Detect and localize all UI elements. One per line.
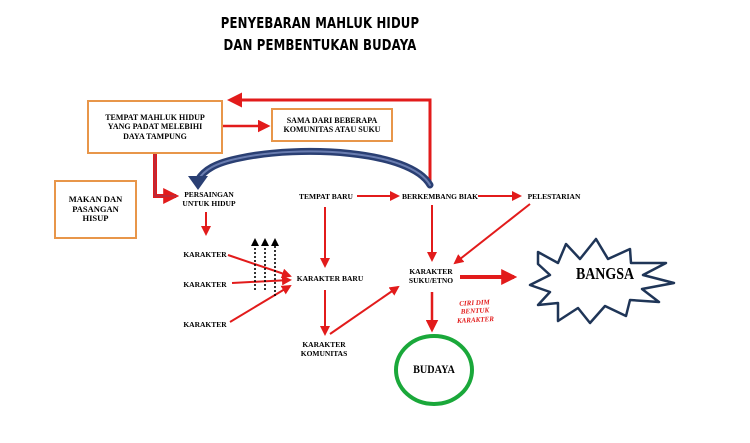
node-tempat-padat: TEMPAT MAHLUK HIDUP YANG PADAT MELEBIHI … xyxy=(87,100,223,154)
node-makan-label: MAKAN DAN PASANGAN HISUP xyxy=(68,193,123,224)
arrow-karakter1-to-baru xyxy=(227,254,292,279)
node-karakter-baru: KARAKTER BARU xyxy=(296,274,364,283)
curve-arrow xyxy=(194,147,434,189)
node-sama-dari: SAMA DARI BEBERAPA KOMUNITAS ATAU SUKU xyxy=(271,108,393,142)
node-sama-dari-label: SAMA DARI BEBERAPA KOMUNITAS ATAU SUKU xyxy=(283,115,381,134)
node-makan: MAKAN DAN PASANGAN HISUP xyxy=(54,180,137,239)
arrow-tempat-to-persaingan xyxy=(153,152,180,204)
node-karakter-1: KARAKTER xyxy=(183,250,227,259)
node-karakter-suku: KARAKTER SUKU/ETNO xyxy=(408,267,454,285)
node-berkembang-biak: BERKEMBANG BIAK xyxy=(401,192,479,201)
arrow-karakter3-to-baru xyxy=(229,284,292,323)
node-tempat-padat-label: TEMPAT MAHLUK HIDUP YANG PADAT MELEBIHI … xyxy=(105,113,205,141)
arrow-berkembang-to-tempat xyxy=(227,92,432,185)
arrow-pelestarian-to-suku xyxy=(453,203,531,265)
node-bangsa: BANGSA xyxy=(575,264,635,283)
node-karakter-komunitas: KARAKTER KOMUNITAS xyxy=(300,340,348,358)
node-persaingan: PERSAINGAN UNTUK HIDUP xyxy=(182,190,236,208)
arrow-komunitas-to-suku xyxy=(329,285,400,335)
diagram-title-line2: DAN PEMBENTUKAN BUDAYA xyxy=(223,36,417,54)
budaya-circle xyxy=(394,334,474,406)
bangsa-star-shape xyxy=(528,237,676,325)
node-karakter-3: KARAKTER xyxy=(183,320,227,329)
arrow-karakter2-to-baru xyxy=(231,275,292,286)
node-pelestarian: PELESTARIAN xyxy=(527,192,581,201)
node-ciri-label: CIRI DIM BENTUK KARAKTER xyxy=(456,298,495,325)
diagram-title-line1: PENYEBARAN MAHLUK HIDUP xyxy=(220,14,420,32)
node-tempat-baru: TEMPAT BARU xyxy=(299,192,353,201)
node-karakter-2: KARAKTER xyxy=(183,280,227,289)
node-budaya: BUDAYA xyxy=(413,362,455,376)
